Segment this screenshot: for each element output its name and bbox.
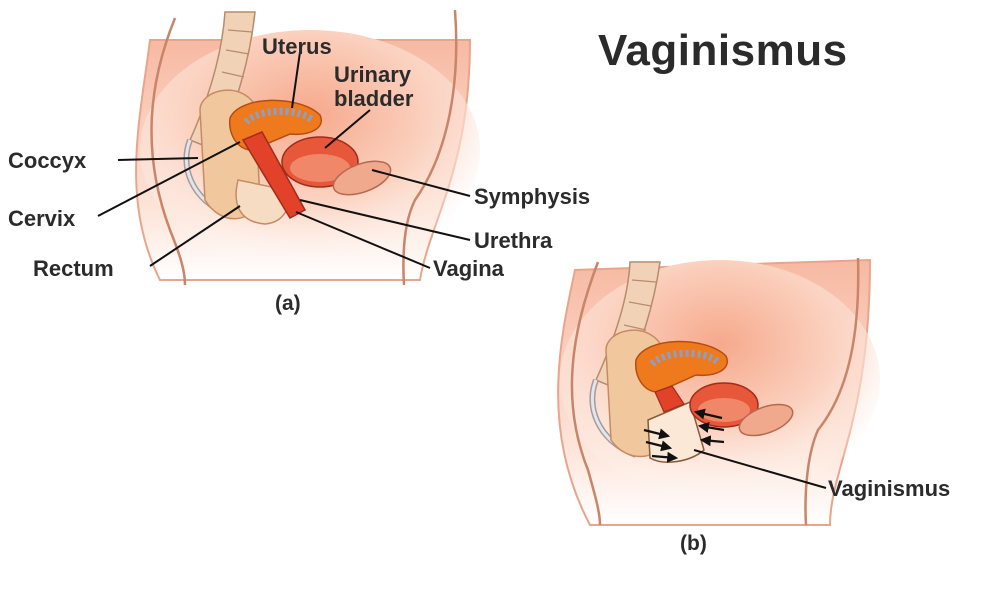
panel-b-symphysis — [738, 403, 794, 437]
panel-a-vagina — [241, 131, 307, 219]
label-symphysis: Symphysis — [474, 184, 591, 209]
label-cervix: Cervix — [8, 206, 76, 231]
diagram-title: Vaginismus — [598, 26, 848, 75]
caption-panel-a: (a) — [275, 292, 301, 315]
label-urinary-bladder-line2: bladder — [334, 86, 414, 111]
panel-a-leader-lines — [97, 51, 471, 269]
label-vagina: Vagina — [433, 256, 504, 281]
label-vaginismus: Vaginismus — [828, 476, 951, 501]
panel-a-illustration — [97, 9, 480, 286]
panel-a-symphysis — [332, 160, 392, 196]
panel-b-leader-line — [693, 449, 827, 489]
label-urethra: Urethra — [474, 228, 553, 253]
label-uterus: Uterus — [262, 34, 332, 59]
caption-panel-b: (b) — [680, 532, 707, 555]
label-coccyx: Coccyx — [8, 148, 87, 173]
panel-b-contraction-arrows — [643, 408, 725, 463]
panel-b-illustration — [557, 257, 880, 526]
label-urinary-bladder-line1: Urinary — [334, 62, 412, 87]
label-rectum: Rectum — [33, 256, 114, 281]
